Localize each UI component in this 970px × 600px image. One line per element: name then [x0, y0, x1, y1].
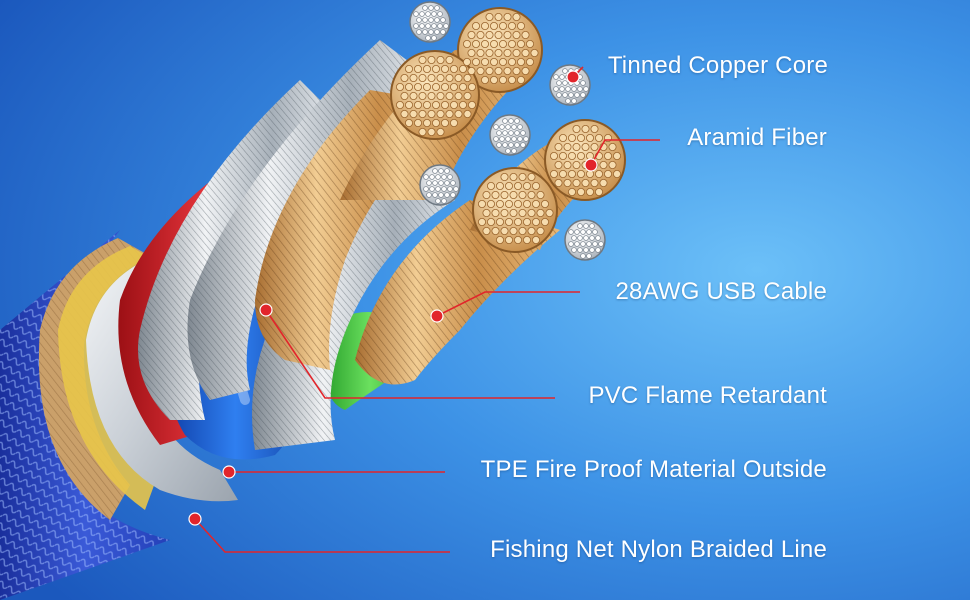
- leader-dot-nylon-braided: [188, 512, 202, 526]
- leader-dot-usb-cable: [430, 309, 444, 323]
- leader-dot-tpe-fire-proof: [222, 465, 236, 479]
- leader-line-usb-cable: [436, 291, 580, 317]
- label-nylon-braided-line: Fishing Net Nylon Braided Line: [490, 536, 827, 563]
- leader-line-pvc-flame-retardant: [265, 309, 555, 399]
- leader-dot-pvc-flame-retardant: [259, 303, 273, 317]
- label-aramid-fiber: Aramid Fiber: [687, 124, 827, 151]
- leader-lines: [194, 66, 660, 553]
- leader-dots: [188, 70, 598, 526]
- label-tinned-copper-core: Tinned Copper Core: [607, 52, 828, 79]
- label-pvc-flame-retardant: PVC Flame Retardant: [588, 382, 827, 409]
- label-usb-cable: 28AWG USB Cable: [615, 278, 827, 305]
- leader-line-aramid-fiber: [590, 139, 660, 166]
- leader-line-nylon-braided: [194, 518, 450, 553]
- leader-dot-aramid-fiber: [584, 158, 598, 172]
- strand-dot-texture: [395, 5, 622, 259]
- label-tpe-fire-proof: TPE Fire Proof Material Outside: [480, 456, 827, 483]
- leader-dot-tinned-copper-core: [566, 70, 580, 84]
